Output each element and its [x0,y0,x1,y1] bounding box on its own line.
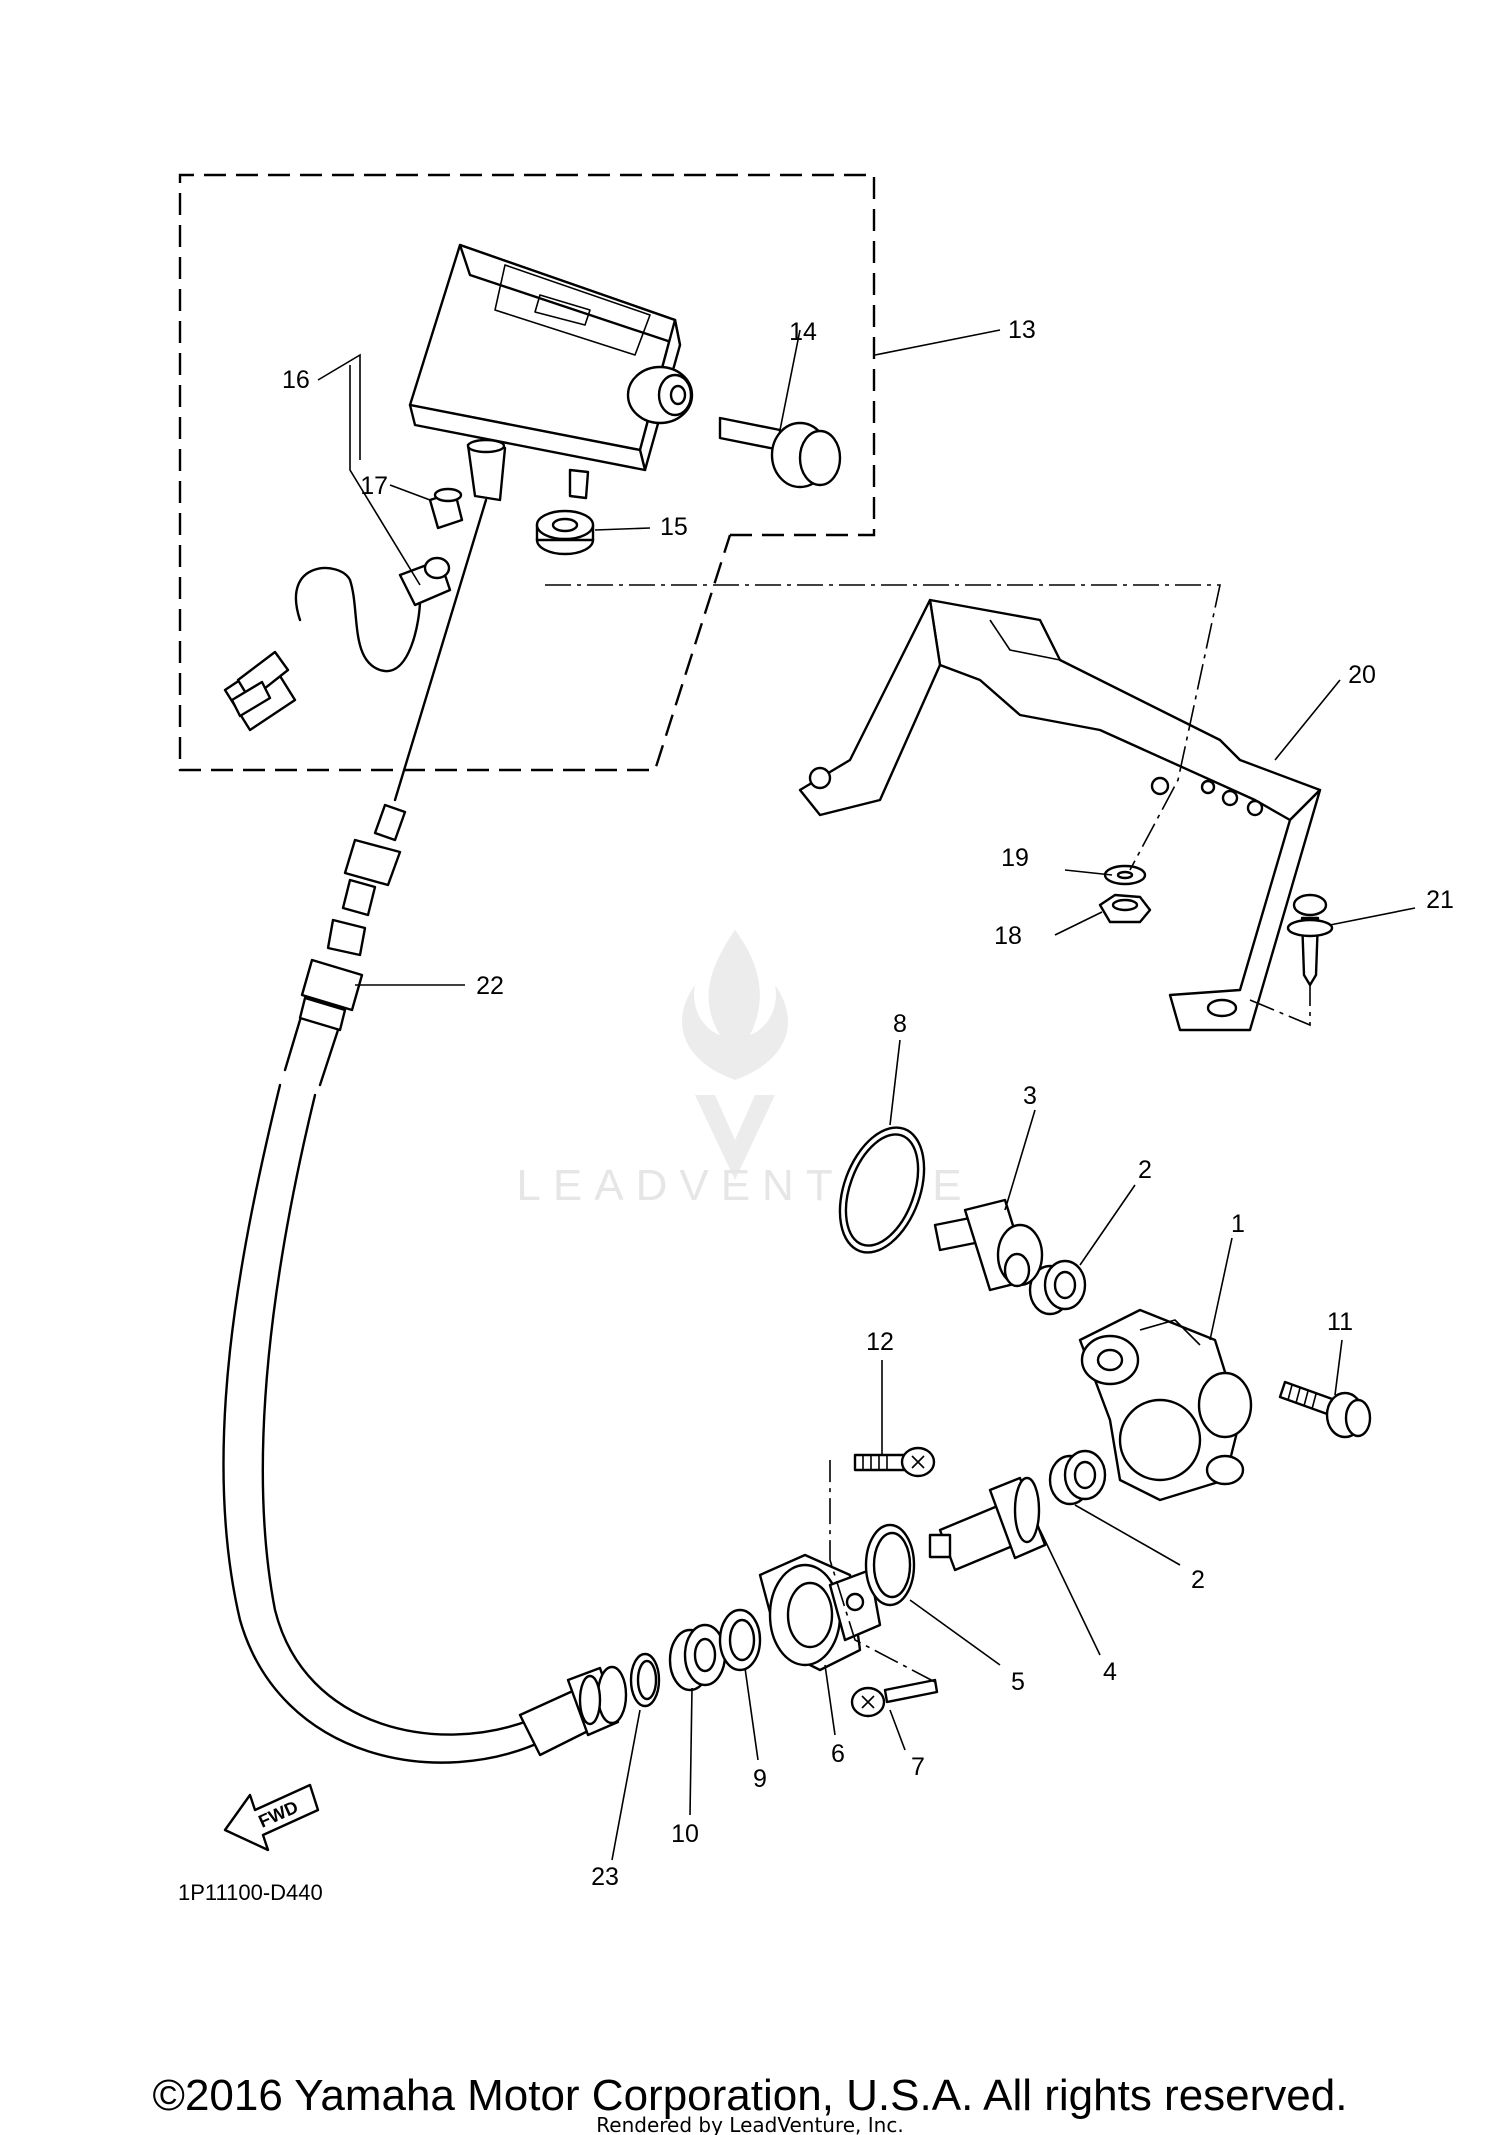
rivet-part [1286,893,1334,987]
nut-washer-parts [1098,864,1152,924]
callout-2-lower: 2 [1191,1566,1205,1594]
wire-harness-part [223,487,464,732]
rendered-by-text: Rendered by LeadVenture, Inc. [596,2113,903,2135]
oil-seal-part [668,1623,727,1692]
callout-6: 6 [831,1740,845,1768]
callout-1: 1 [1231,1210,1245,1238]
diagram-code: 1P11100-D440 [178,1880,323,1905]
fwd-arrow-icon: FWD [223,1783,320,1852]
callout-10: 10 [671,1820,699,1848]
copyright-text: ©2016 Yamaha Motor Corporation, U.S.A. A… [153,2071,1348,2120]
bushing-lower-part [1048,1449,1107,1506]
knob-part [718,416,842,489]
leader-lines [317,329,1416,1861]
callout-22: 22 [476,972,504,1000]
callout-16: 16 [282,366,310,394]
screw-7-link-line [829,1460,936,1683]
callout-9: 9 [753,1765,767,1793]
callout-15: 15 [660,513,688,541]
screw-7-part [850,1678,939,1718]
meter-assembly [408,243,694,502]
driven-gear-part [933,1198,1044,1292]
callout-2-upper: 2 [1138,1156,1152,1184]
callout-12: 12 [866,1328,894,1356]
assembly-13-boundary [178,173,876,772]
o-ring-8-inner [844,1133,920,1247]
callout-14: 14 [789,318,817,346]
screw-12-part [853,1446,936,1478]
drive-gear-part [928,1476,1047,1572]
callout-17: 17 [360,472,388,500]
callout-19: 19 [1001,844,1029,872]
callout-23: 23 [591,1863,619,1891]
watermark-v-icon [695,1095,775,1180]
watermark-flame-icon [682,930,788,1080]
callout-13: 13 [1008,316,1036,344]
grommet-part [535,509,595,556]
callout-3: 3 [1023,1082,1037,1110]
callout-21: 21 [1426,886,1454,914]
callout-11: 11 [1327,1308,1353,1336]
callout-20: 20 [1348,661,1376,689]
o-ring-23-inner [636,1659,658,1701]
callout-7: 7 [911,1753,925,1781]
speedometer-cable-part [222,498,628,1764]
gear-housing-part [758,1553,882,1672]
gear-case-part [1078,1308,1253,1502]
o-ring-5-inner [872,1531,912,1599]
bolt-11-part [1278,1380,1372,1439]
callout-4: 4 [1103,1658,1117,1686]
rivet-link-line [1249,985,1311,1027]
bracket-part [798,598,1322,1032]
callout-labels: 1 2 2 3 4 5 6 7 8 9 10 11 12 13 14 15 16… [282,316,1454,1891]
callout-5: 5 [1011,1668,1025,1696]
bushing-upper-part [1028,1259,1087,1316]
assembly-link-line [545,584,1221,871]
callout-18: 18 [994,922,1022,950]
callout-8: 8 [893,1010,907,1038]
washer-9-inner [728,1618,756,1662]
